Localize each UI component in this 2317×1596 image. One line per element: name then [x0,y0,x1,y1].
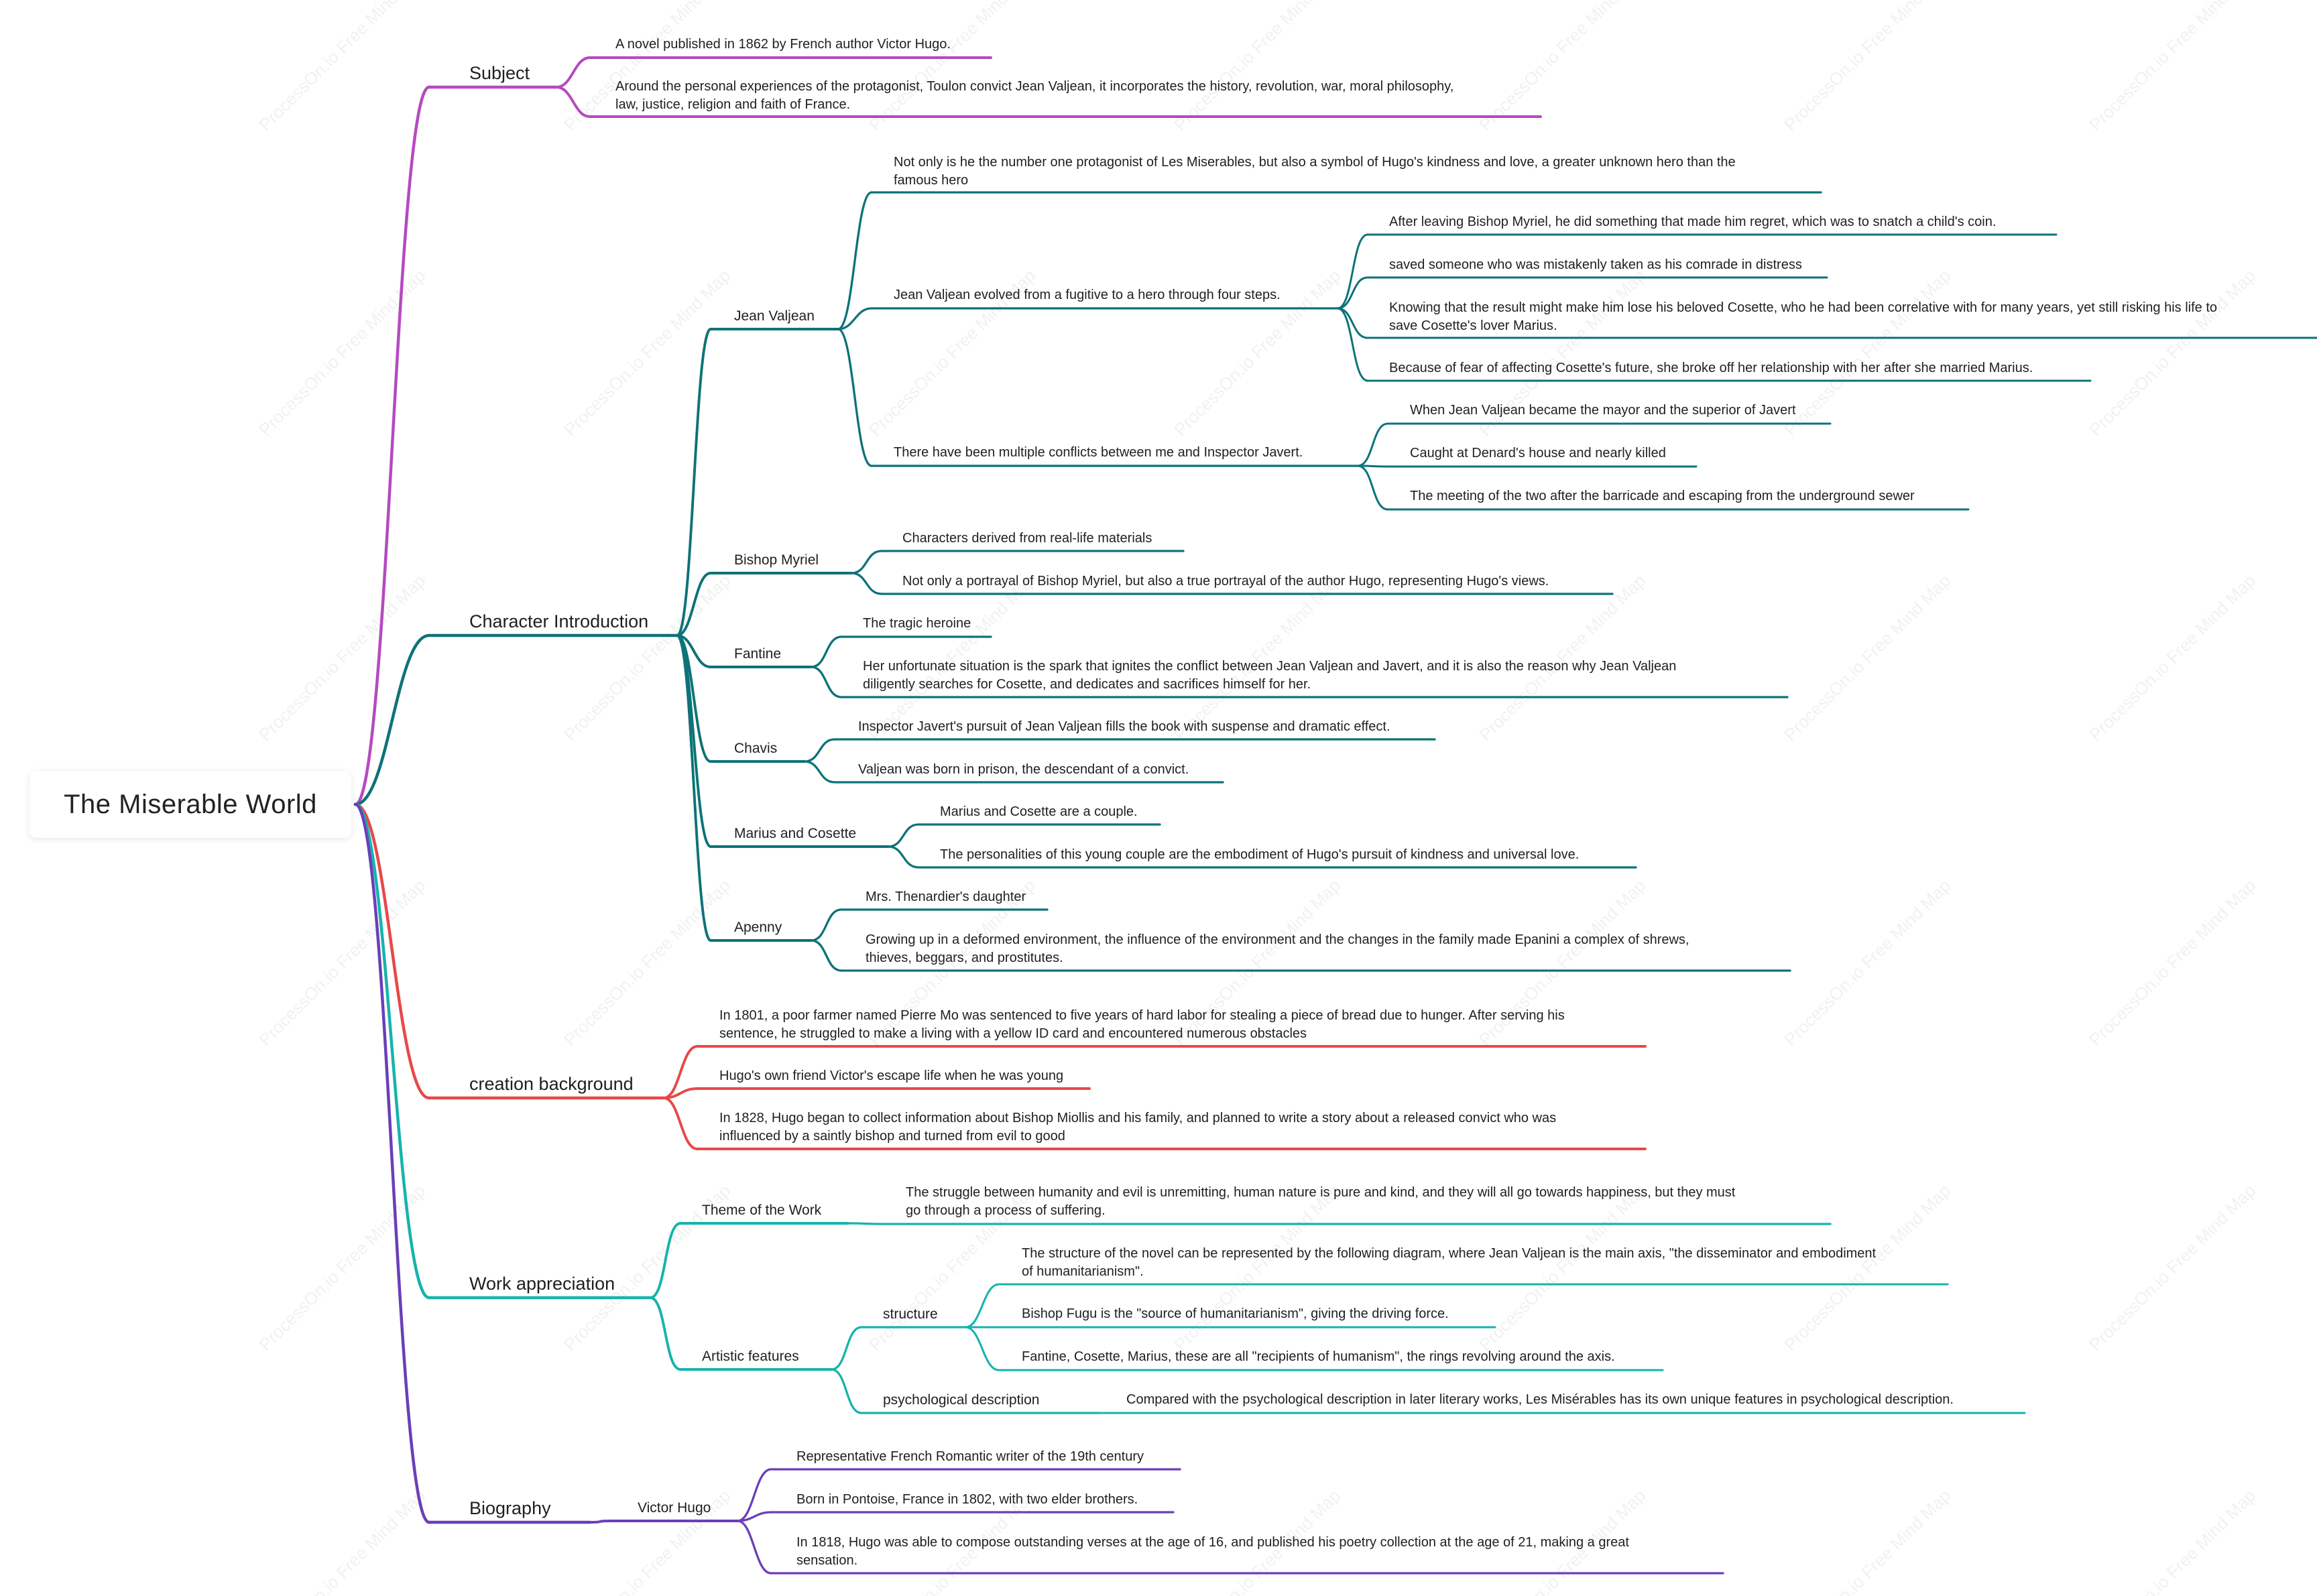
branch-character-introduction[interactable]: Character Introduction [469,611,649,631]
connector [1336,276,1369,310]
four-steps-item[interactable]: After leaving Bishop Myriel, he did some… [1389,214,1997,229]
chavis-item[interactable]: Valjean was born in prison, the descenda… [858,762,1189,777]
biography-item[interactable]: In 1818, Hugo was able to compose outsta… [796,1535,1629,1568]
myriel-item[interactable]: Characters derived from real-life materi… [902,531,1152,546]
connector [662,1097,699,1150]
connector [964,1283,1000,1329]
connector [810,939,843,972]
valjean-javert-conflicts[interactable]: There have been multiple conflicts betwe… [894,445,1303,460]
biography-item[interactable]: Representative French Romantic writer of… [796,1449,1144,1464]
connector [803,738,836,763]
connector [850,572,883,595]
connector [353,802,431,1100]
theme-of-the-work[interactable]: Theme of the Work [702,1203,822,1218]
marius-item[interactable]: Marius and Cosette are a couple. [940,804,1138,819]
connector [810,666,843,698]
connector [830,1326,863,1371]
creation-item[interactable]: Hugo's own friend Victor's escape life w… [719,1068,1064,1083]
branch-creation-background[interactable]: creation background [469,1074,634,1094]
valjean-item[interactable]: Not only is he the number one protagonis… [894,155,1736,188]
biography-item[interactable]: Born in Pontoise, France in 1802, with t… [796,1492,1138,1507]
connector [353,85,431,806]
character-bishop-myriel[interactable]: Bishop Myriel [734,552,819,568]
connector [662,1045,699,1099]
psych-text[interactable]: Compared with the psychological descript… [1126,1392,1954,1407]
character-apenny[interactable]: Apenny [734,920,782,935]
creation-item[interactable]: In 1828, Hugo began to collect informati… [719,1111,1557,1144]
connector [837,307,873,330]
connector [830,1368,863,1414]
connector [1336,307,1369,339]
branch-biography[interactable]: Biography [469,1498,551,1518]
subject-item[interactable]: Around the personal experiences of the p… [615,79,1454,112]
connector [1356,465,1389,511]
four-steps-item[interactable]: Knowing that the result might make him l… [1389,300,2218,333]
character-jean-valjean[interactable]: Jean Valjean [734,308,815,324]
connector [736,1520,772,1575]
connector [353,802,431,1524]
theme-text[interactable]: The struggle between humanity and evil i… [906,1185,1736,1218]
connector [810,635,843,668]
connector [1336,233,1369,310]
connector [676,634,712,668]
chavis-item[interactable]: Inspector Javert's pursuit of Jean Valje… [858,719,1390,734]
structure-node[interactable]: structure [883,1306,938,1322]
structure-item[interactable]: Fantine, Cosette, Marius, these are all … [1022,1349,1615,1364]
conflict-item[interactable]: The meeting of the two after the barrica… [1410,489,1915,503]
root-node[interactable]: The Miserable World [29,771,351,838]
fantine-item[interactable]: Her unfortunate situation is the spark t… [863,659,1677,692]
conflict-item[interactable]: Caught at Denard's house and nearly kill… [1410,446,1666,461]
creation-item[interactable]: In 1801, a poor farmer named Pierre Mo w… [719,1008,1565,1041]
four-steps-item[interactable]: Because of fear of affecting Cosette's f… [1389,361,2033,375]
character-chavis[interactable]: Chavis [734,741,778,756]
connector [649,1222,682,1299]
connector [1356,422,1389,467]
psychological-description[interactable]: psychological description [883,1392,1040,1408]
branch-work-appreciation[interactable]: Work appreciation [469,1274,615,1294]
connector [736,1468,772,1522]
marius-item[interactable]: The personalities of this young couple a… [940,847,1580,862]
connector [353,633,431,806]
connector [555,56,591,88]
connector [887,823,920,848]
fantine-item[interactable]: The tragic heroine [863,616,971,631]
connector [662,1087,699,1099]
character-fantine[interactable]: Fantine [734,646,782,662]
valjean-four-steps[interactable]: Jean Valjean evolved from a fugitive to … [894,288,1281,302]
connector [803,760,836,784]
artistic-features[interactable]: Artistic features [702,1349,799,1364]
branch-subject[interactable]: Subject [469,63,530,83]
connector [964,1326,1000,1371]
connector [589,1520,611,1524]
connector [1336,307,1369,382]
victor-hugo[interactable]: Victor Hugo [638,1500,711,1516]
connector [676,572,712,637]
connector [676,634,712,942]
character-marius-and-cosette[interactable]: Marius and Cosette [734,826,857,841]
apenny-item[interactable]: Mrs. Thenardier's daughter [866,889,1026,904]
connector [736,1511,772,1522]
root-title: The Miserable World [64,789,317,819]
connector [837,328,873,467]
structure-item[interactable]: The structure of the novel can be repres… [1022,1246,1877,1279]
connector [353,802,431,1300]
connector [555,86,591,118]
conflict-item[interactable]: When Jean Valjean became the mayor and t… [1410,403,1796,418]
connector [850,550,883,574]
connector [649,1296,682,1371]
subject-item[interactable]: A novel published in 1862 by French auth… [615,37,951,52]
connector [810,908,843,942]
structure-item[interactable]: Bishop Fugu is the "source of humanitari… [1022,1306,1449,1321]
apenny-item[interactable]: Growing up in a deformed environment, th… [866,932,1689,965]
connector [847,1222,883,1225]
connector [887,845,920,869]
myriel-item[interactable]: Not only a portrayal of Bishop Myriel, b… [902,574,1549,589]
connector [837,191,873,330]
connector [676,328,712,637]
four-steps-item[interactable]: saved someone who was mistakenly taken a… [1389,257,1802,272]
